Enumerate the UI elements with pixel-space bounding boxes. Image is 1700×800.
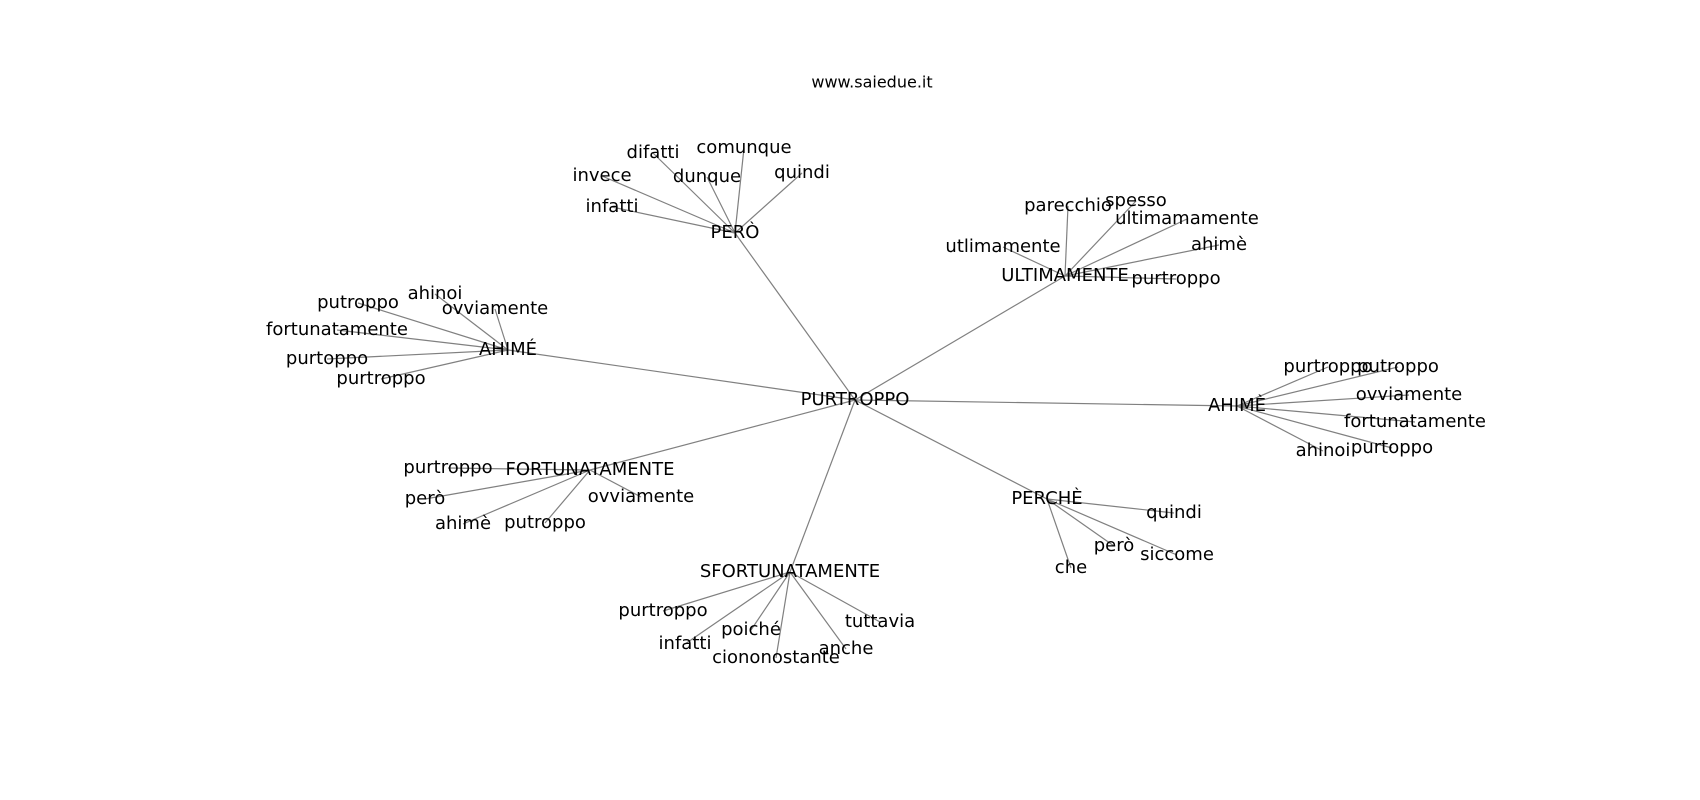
node-leaf-anche: anche — [819, 638, 874, 659]
node-hub-ahime: AHIMÉ — [479, 338, 537, 360]
node-hub-ultimamente: ULTIMAMENTE — [1001, 265, 1129, 286]
edge-fortunatamente-pero — [424, 469, 591, 500]
node-hub-fortunatamente: FORTUNATAMENTE — [506, 459, 675, 480]
node-leaf-purtroppo: purtroppo — [1131, 268, 1220, 289]
node-leaf-parecchio: parecchio — [1024, 195, 1112, 216]
edge-pero-quindi — [734, 172, 803, 234]
node-leaf-pero: però — [1094, 535, 1135, 556]
edge-ahime-purtroppo — [1236, 366, 1329, 407]
node-leaf-purtroppo: purtroppo — [336, 368, 425, 389]
node-leaf-ultimamamente: ultimamamente — [1115, 208, 1259, 229]
edge-fortunatamente-ovviamente — [589, 469, 642, 498]
node-hub-sfortunatamente: SFORTUNATAMENTE — [700, 561, 880, 582]
edge-fortunatamente-purtroppo — [447, 467, 591, 471]
edge-fortunatamente-ahime — [462, 469, 591, 525]
edge-pero-infatti — [611, 206, 736, 234]
edge-ahime-fortunatamente — [1236, 405, 1416, 423]
node-leaf-ahinoi: ahinoi — [408, 283, 463, 304]
edge-fortunatamente-putroppo — [544, 469, 591, 524]
edge-sfortunatamente-poiche — [750, 571, 791, 631]
edge-pero-comunque — [734, 147, 745, 234]
node-leaf-poiche: poiché — [721, 619, 781, 640]
edge-ahime-ahinoi — [1236, 405, 1324, 452]
edge-ahime-putroppo — [1236, 366, 1399, 407]
node-leaf-infatti: infatti — [586, 196, 639, 217]
edge-ahime-fortunatamente — [336, 329, 509, 351]
edge-root-sfortunatamente — [789, 399, 856, 573]
node-leaf-purtroppo: purtroppo — [403, 457, 492, 478]
node-leaf-ahinoi: ahinoi — [1296, 440, 1351, 461]
node-leaf-che: che — [1055, 557, 1087, 578]
node-root-purtroppo: PURTROPPO — [801, 389, 910, 410]
edge-pero-invece — [601, 175, 736, 234]
edge-root-ahime — [507, 349, 856, 401]
edge-root-perche — [854, 399, 1048, 500]
edge-ahime-putroppo — [357, 302, 509, 351]
node-leaf-invece: invece — [572, 165, 631, 186]
diagram-title: www.saiedue.it — [811, 73, 932, 92]
node-leaf-putroppo: putroppo — [504, 512, 586, 533]
node-leaf-spesso: spesso — [1105, 190, 1167, 211]
node-leaf-difatti: difatti — [627, 142, 680, 163]
edge-ultimamente-utlimamente — [1002, 246, 1066, 277]
edge-ultimamente-spesso — [1064, 200, 1137, 277]
edge-sfortunatamente-ciononostante — [775, 571, 791, 659]
node-leaf-infatti: infatti — [659, 633, 712, 654]
node-leaf-pero: però — [405, 488, 446, 509]
edge-root-pero — [734, 232, 856, 401]
edge-pero-difatti — [652, 152, 736, 234]
node-leaf-ahime: ahimè — [1191, 234, 1247, 255]
node-leaf-fortunatamente: fortunatamente — [1344, 411, 1486, 432]
node-leaf-ovviamente: ovviamente — [588, 486, 695, 507]
edge-root-fortunatamente — [589, 399, 856, 471]
node-leaf-siccome: siccome — [1140, 544, 1214, 565]
edge-pero-dunque — [706, 176, 736, 234]
node-leaf-ciononostante: ciononostante — [712, 647, 840, 668]
node-leaf-purtoppo: purtoppo — [286, 348, 368, 369]
edge-layer — [326, 147, 1416, 659]
edge-ahime-purtoppo — [326, 349, 509, 360]
edge-ahime-purtoppo — [1236, 405, 1393, 449]
edge-sfortunatamente-purtroppo — [662, 571, 791, 612]
node-leaf-putroppo: putroppo — [317, 292, 399, 313]
node-leaf-ovviamente: ovviamente — [1356, 384, 1463, 405]
node-leaf-ovviamente: ovviamente — [442, 298, 549, 319]
edge-sfortunatamente-infatti — [684, 571, 791, 645]
edge-ultimamente-ahime — [1064, 244, 1220, 277]
edge-ultimamente-parecchio — [1064, 205, 1069, 277]
node-leaf-comunque: comunque — [696, 137, 791, 158]
node-leaf-ahime: ahimè — [435, 513, 491, 534]
node-leaf-dunque: dunque — [673, 166, 741, 187]
node-hub-perche: PERCHÈ — [1011, 487, 1082, 509]
node-leaf-utlimamente: utlimamente — [945, 236, 1060, 257]
edge-root-ahime — [854, 399, 1238, 407]
node-leaf-putroppo: putroppo — [1357, 356, 1439, 377]
node-leaf-tuttavia: tuttavia — [845, 611, 915, 632]
node-hub-pero: PERÒ — [711, 221, 760, 243]
node-leaf-quindi: quindi — [774, 162, 830, 183]
edge-ultimamente-purtroppo — [1064, 275, 1177, 280]
label-layer: PURTROPPO PERÒ difatti comunque invece dunque… — [266, 137, 1486, 668]
edge-perche-quindi — [1046, 498, 1175, 514]
node-leaf-purtoppo: purtoppo — [1351, 437, 1433, 458]
edge-perche-pero — [1046, 498, 1115, 547]
edge-perche-siccome — [1046, 498, 1178, 556]
edge-ahime-ovviamente — [1236, 394, 1410, 407]
edge-ahime-purtroppo — [380, 349, 509, 380]
edge-perche-che — [1046, 498, 1072, 569]
node-leaf-fortunatamente: fortunatamente — [266, 319, 408, 340]
node-leaf-purtroppo: purtroppo — [618, 600, 707, 621]
edge-sfortunatamente-anche — [789, 571, 847, 650]
edge-ahime-ahinoi — [434, 293, 509, 351]
node-leaf-quindi: quindi — [1146, 502, 1202, 523]
edge-ultimamente-ultimamamente — [1064, 218, 1188, 277]
node-leaf-purtroppo: purtroppo — [1283, 356, 1372, 377]
node-hub-ahime: AHIMÈ — [1208, 394, 1266, 416]
edge-root-ultimamente — [854, 275, 1066, 401]
edge-ahime-ovviamente — [494, 308, 509, 351]
edge-sfortunatamente-tuttavia — [789, 571, 881, 623]
